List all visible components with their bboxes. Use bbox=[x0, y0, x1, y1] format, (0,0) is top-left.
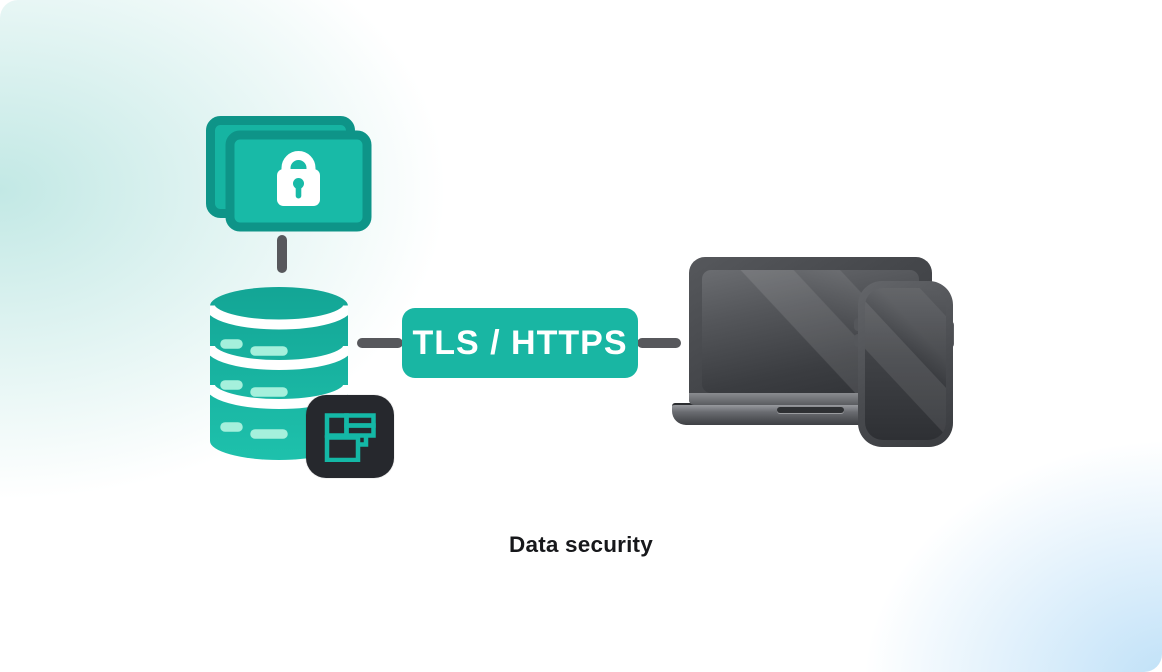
lock-files-icon bbox=[206, 116, 372, 232]
connector-files-to-database bbox=[277, 235, 287, 273]
tls-https-badge: TLS / HTTPS bbox=[402, 308, 638, 378]
diagram-title: Data security bbox=[509, 532, 653, 557]
layout-grid-icon bbox=[324, 412, 376, 462]
smartphone-icon bbox=[858, 281, 953, 447]
connector-tls-to-devices bbox=[637, 338, 681, 348]
connector-database-to-tls bbox=[357, 338, 403, 348]
layout-badge bbox=[306, 395, 394, 478]
padlock-icon bbox=[277, 151, 320, 206]
tls-https-label: TLS / HTTPS bbox=[412, 323, 628, 362]
laptop-notch bbox=[777, 407, 844, 413]
phone-screen-glass bbox=[865, 288, 946, 440]
